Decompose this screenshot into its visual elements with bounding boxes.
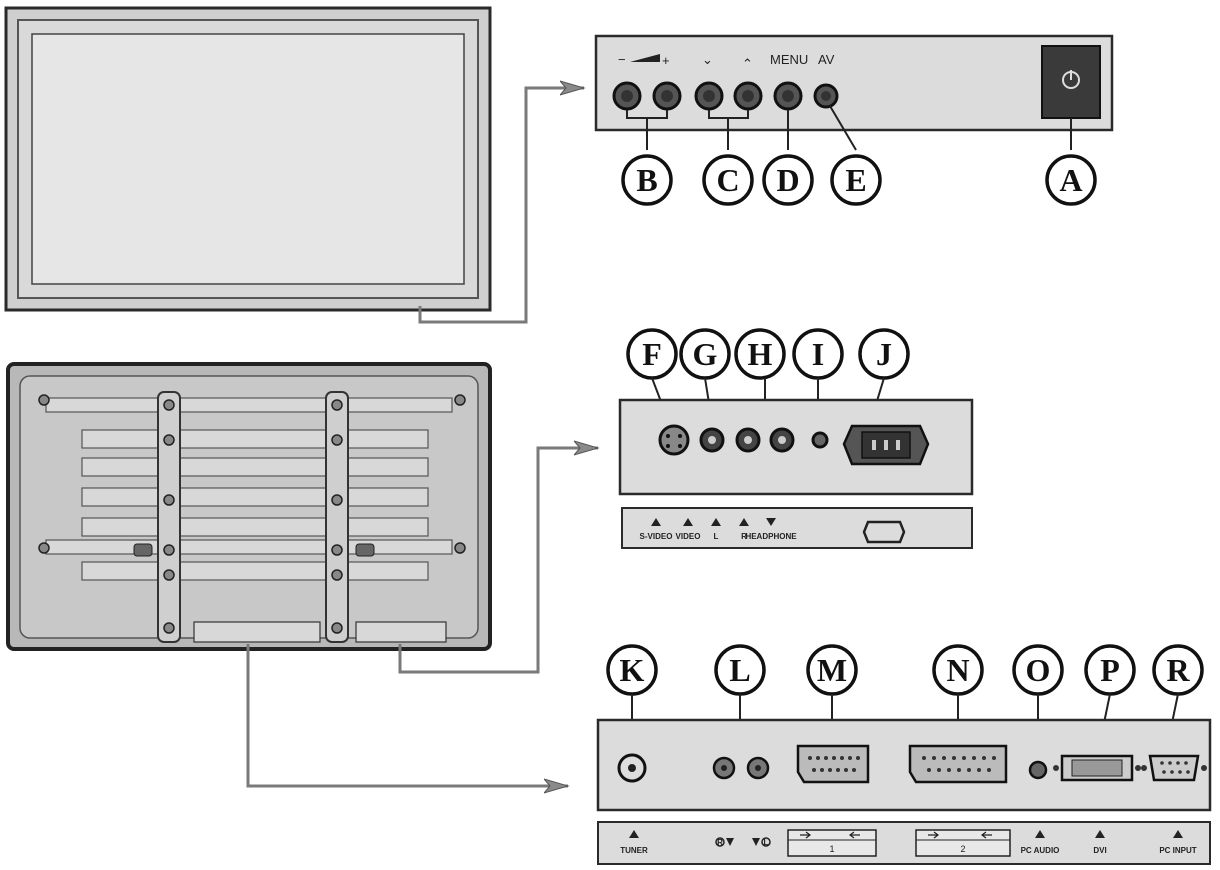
callout-e: E — [845, 162, 866, 198]
callout-c: C — [716, 162, 739, 198]
scart-2-port[interactable] — [908, 744, 1008, 784]
scart-2-label-box — [915, 829, 1011, 857]
tuner-text: TUNER — [620, 846, 648, 855]
callout-i: I — [812, 336, 824, 372]
power-button[interactable] — [1041, 45, 1101, 119]
pc-input-text: PC INPUT — [1159, 846, 1196, 855]
wall-mount-brackets — [157, 391, 349, 643]
power-socket-icon — [862, 520, 906, 544]
volume-plus-label: + — [662, 53, 670, 68]
left-text: L — [714, 532, 719, 541]
video-text: VIDEO — [676, 532, 701, 541]
pointer-arrows — [246, 88, 598, 786]
bottom-callouts: K L M N O P R — [606, 644, 1204, 696]
arrow-front-to-buttons — [418, 88, 584, 324]
scart-1-label-box — [787, 829, 877, 857]
headphone-port[interactable] — [811, 431, 829, 449]
headphone-text: HEADPHONE — [745, 532, 797, 541]
scart-1-pins — [808, 756, 860, 772]
front-callouts: B C D E A — [621, 154, 1097, 206]
tv-front-view — [4, 6, 492, 312]
callout-f: F — [642, 336, 662, 372]
callout-r: R — [1166, 652, 1190, 688]
pc-audio-text: PC AUDIO — [1021, 846, 1060, 855]
callout-j: J — [876, 336, 892, 372]
tv-back-view — [6, 362, 492, 651]
bottom-label-strip — [597, 821, 1211, 865]
callout-n: N — [946, 652, 969, 688]
callout-d: D — [776, 162, 799, 198]
scart-1-number: 1 — [829, 844, 834, 854]
audio-l-text: L — [764, 838, 769, 847]
callout-a: A — [1059, 162, 1082, 198]
scart-1-port[interactable] — [796, 744, 870, 784]
program-up-label: ⌃ — [742, 56, 753, 71]
front-control-panel: − + ⌄ ⌃ MENU AV — [594, 34, 1114, 151]
program-down-label: ⌄ — [702, 52, 713, 67]
side-connector-panel: S-VIDEO VIDEO L R HEADPHONE — [618, 377, 974, 549]
callout-m: M — [817, 652, 847, 688]
dvi-text: DVI — [1093, 846, 1106, 855]
s-video-port[interactable] — [658, 424, 690, 456]
back-bottom-connector-area — [193, 621, 321, 643]
side-label-strip — [621, 507, 973, 549]
audio-r-text: R — [717, 838, 723, 847]
side-callouts: F G H I J — [626, 328, 910, 380]
callout-l: L — [729, 652, 750, 688]
scart-2-pins — [922, 756, 996, 772]
bottom-connector-panel: TUNER R L 1 2 PC AUDIO DVI PC INPUT — [596, 693, 1212, 865]
back-side-connector-area — [355, 621, 447, 643]
arrow-back-to-bottom-panel — [246, 644, 568, 786]
callout-h: H — [748, 336, 773, 372]
menu-label: MENU — [770, 52, 808, 67]
pc-audio-port[interactable] — [1028, 760, 1048, 780]
callout-o: O — [1026, 652, 1051, 688]
s-video-text: S-VIDEO — [640, 532, 673, 541]
callout-k: K — [620, 652, 645, 688]
callout-g: G — [693, 336, 718, 372]
volume-minus-label: − — [618, 52, 626, 67]
volume-ramp-icon — [630, 54, 660, 62]
pc-vga-input-port[interactable] — [1148, 754, 1200, 782]
scart-2-number: 2 — [960, 844, 965, 854]
av-label: AV — [818, 52, 835, 67]
right-text: R — [741, 532, 747, 541]
arrow-back-to-side-panel — [398, 448, 598, 674]
callout-b: B — [636, 162, 657, 198]
bracket-screws — [38, 394, 466, 634]
callout-p: P — [1100, 652, 1120, 688]
